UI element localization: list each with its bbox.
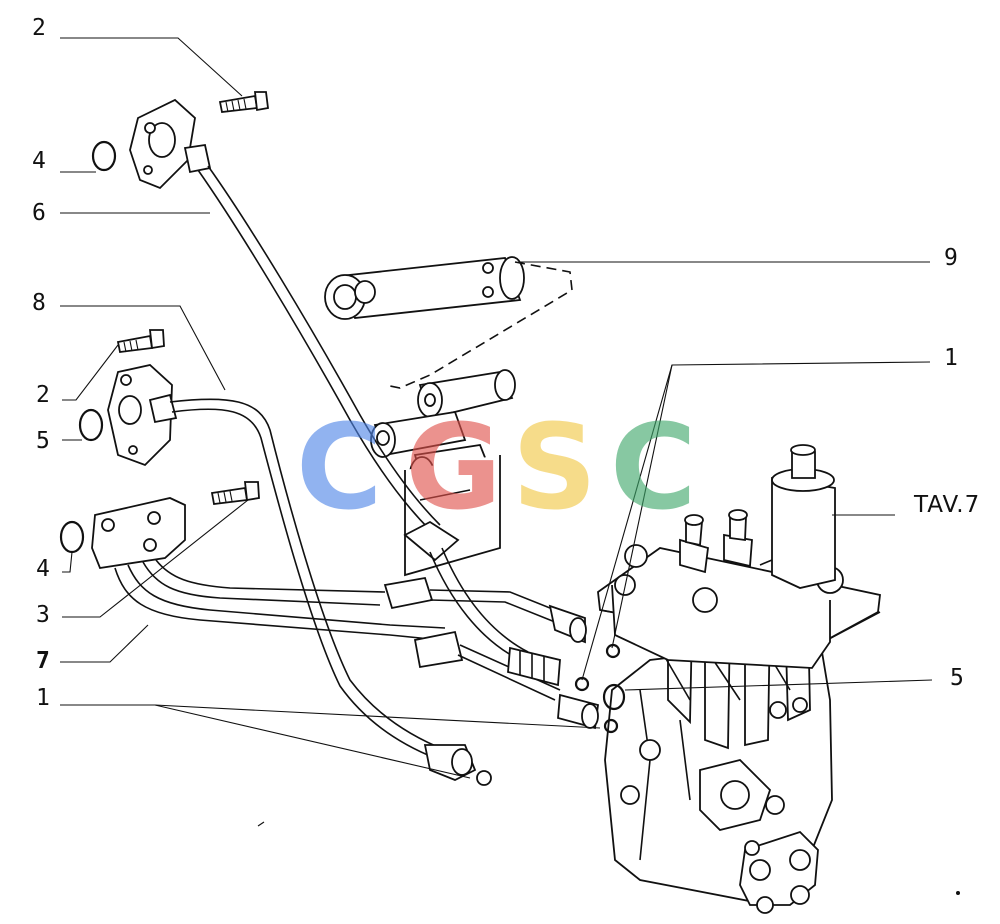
seals [59,140,626,734]
part-6-pipe [129,98,529,661]
watermark-letter-s: S [512,398,597,536]
speck-mark [257,821,265,827]
callout-7: 7 [36,648,50,674]
callout-9: 9 [944,245,958,271]
part-9-sleeve [324,256,573,389]
callout-2-top: 2 [32,15,46,41]
bolts [116,91,269,505]
watermark: C G S C [296,398,697,536]
plate-label: TAV.7 [913,492,980,518]
callout-2-middle: 2 [36,382,50,408]
plunger-group [370,369,516,577]
callout-5-right: 5 [950,665,964,691]
callout-1-left: 1 [36,685,50,711]
manifold-pipes [91,497,599,730]
leader-lines [60,37,933,779]
watermark-letter-g: G [405,398,502,536]
callout-8: 8 [32,290,46,316]
callout-3: 3 [36,602,50,628]
injection-pump [597,444,881,914]
watermark-letter-c1: C [296,398,383,536]
callout-5-left: 5 [36,428,50,454]
callout-4-bottom: 4 [36,556,50,582]
watermark-letter-c2: C [610,398,697,536]
callout-6: 6 [32,200,46,226]
part-8-pipe [107,364,492,786]
callout-4-top: 4 [32,148,46,174]
speck-mark [956,891,960,895]
callout-1-right: 1 [944,345,958,371]
callout-labels: 2 4 6 8 2 5 4 3 7 1 9 1 5 TAV.7 [32,15,980,711]
